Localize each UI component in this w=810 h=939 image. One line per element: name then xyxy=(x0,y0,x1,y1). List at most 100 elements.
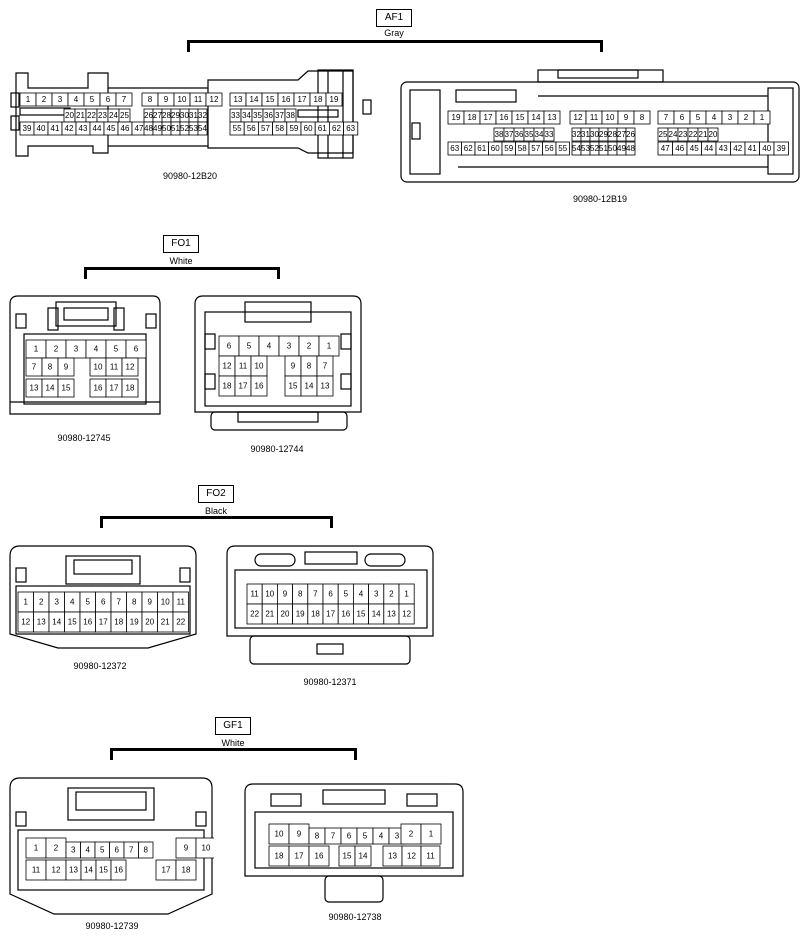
pin-number: 6 xyxy=(106,95,111,104)
pin-number: 13 xyxy=(321,382,330,391)
pin-number: 9 xyxy=(297,830,302,839)
pin-number: 17 xyxy=(110,384,119,393)
pin-number: 14 xyxy=(305,382,314,391)
pin-number: 18 xyxy=(182,866,191,875)
pin-number: 9 xyxy=(164,95,169,104)
pin-number: 22 xyxy=(87,111,96,120)
pin-number: 17 xyxy=(484,113,493,122)
pin-number: 23 xyxy=(98,111,107,120)
pin-number: 6 xyxy=(134,345,139,354)
pin-number: 3 xyxy=(395,832,400,841)
pin-number: 14 xyxy=(52,618,61,627)
pin-number: 2 xyxy=(39,598,44,607)
pin-number: 24 xyxy=(109,111,118,120)
pin-number: 56 xyxy=(247,124,256,133)
group-bracket-fo2 xyxy=(100,516,333,528)
pin-number: 6 xyxy=(115,846,120,855)
pin-number: 41 xyxy=(51,124,60,133)
pin-number: 11 xyxy=(194,95,203,104)
pin-number: 6 xyxy=(227,342,232,351)
pin-number: 10 xyxy=(606,113,615,122)
pin-number: 18 xyxy=(126,384,135,393)
pin-number: 17 xyxy=(295,852,304,861)
pin-number: 38 xyxy=(286,111,295,120)
pin-cell xyxy=(172,611,189,633)
pin-number: 5 xyxy=(363,832,368,841)
pin-cell xyxy=(205,92,223,107)
pin-number: 4 xyxy=(70,598,75,607)
pin-number: 57 xyxy=(531,144,540,153)
pin-number: 37 xyxy=(275,111,284,120)
pin-cell xyxy=(753,110,771,125)
pin-number: 34 xyxy=(535,130,544,139)
pin-number: 32 xyxy=(572,130,581,139)
pin-number: 8 xyxy=(144,846,149,855)
pin-number: 4 xyxy=(379,832,384,841)
pin-number: 3 xyxy=(374,590,379,599)
pin-number: 1 xyxy=(34,844,39,853)
pin-number: 54 xyxy=(198,124,207,133)
pin-number: 9 xyxy=(148,598,153,607)
pin-number: 36 xyxy=(264,111,273,120)
pin-number: 7 xyxy=(331,832,336,841)
pin-number: 15 xyxy=(289,382,298,391)
pin-number: 50 xyxy=(162,124,171,133)
pin-number: 10 xyxy=(161,598,170,607)
pin-cell xyxy=(543,127,555,142)
pin-number: 8 xyxy=(315,832,320,841)
pin-cell xyxy=(250,375,268,397)
pin-cell xyxy=(57,378,75,398)
pin-number: 42 xyxy=(733,144,742,153)
pin-number: 29 xyxy=(171,111,180,120)
pin-number: 1 xyxy=(404,590,409,599)
pin-number: 44 xyxy=(704,144,713,153)
pin-number: 20 xyxy=(709,130,718,139)
pin-number: 10 xyxy=(265,590,274,599)
pin-cell xyxy=(354,845,372,867)
part-number-12371: 90980-12371 xyxy=(303,677,357,687)
pin-number: 63 xyxy=(346,124,355,133)
pin-number: 2 xyxy=(54,844,59,853)
pin-cell xyxy=(325,92,343,107)
pin-cell xyxy=(110,859,127,881)
pin-number: 16 xyxy=(500,113,509,122)
pin-number: 4 xyxy=(94,345,99,354)
part-number-12739: 90980-12739 xyxy=(85,921,139,931)
pin-cell xyxy=(197,121,208,136)
pin-cell xyxy=(138,841,154,859)
pin-number: 7 xyxy=(122,95,127,104)
pin-number: 18 xyxy=(314,95,323,104)
pin-number: 51 xyxy=(171,124,180,133)
pin-number: 49 xyxy=(617,144,626,153)
pin-number: 13 xyxy=(37,618,46,627)
pin-number: 16 xyxy=(83,618,92,627)
pin-number: 14 xyxy=(250,95,259,104)
pin-number: 4 xyxy=(86,846,91,855)
pin-number: 17 xyxy=(99,618,108,627)
pin-cell xyxy=(175,859,197,881)
pin-number: 2 xyxy=(409,830,414,839)
pin-number: 11 xyxy=(177,598,186,607)
pin-number: 5 xyxy=(90,95,95,104)
pin-number: 12 xyxy=(126,363,135,372)
pin-number: 13 xyxy=(548,113,557,122)
pin-number: 19 xyxy=(130,618,139,627)
pin-number: 4 xyxy=(359,590,364,599)
pin-number: 41 xyxy=(748,144,757,153)
pin-number: 6 xyxy=(101,598,106,607)
pin-number: 51 xyxy=(599,144,608,153)
pin-number: 56 xyxy=(545,144,554,153)
pin-number: 61 xyxy=(477,144,486,153)
pin-number: 58 xyxy=(518,144,527,153)
pin-cell xyxy=(121,357,139,377)
